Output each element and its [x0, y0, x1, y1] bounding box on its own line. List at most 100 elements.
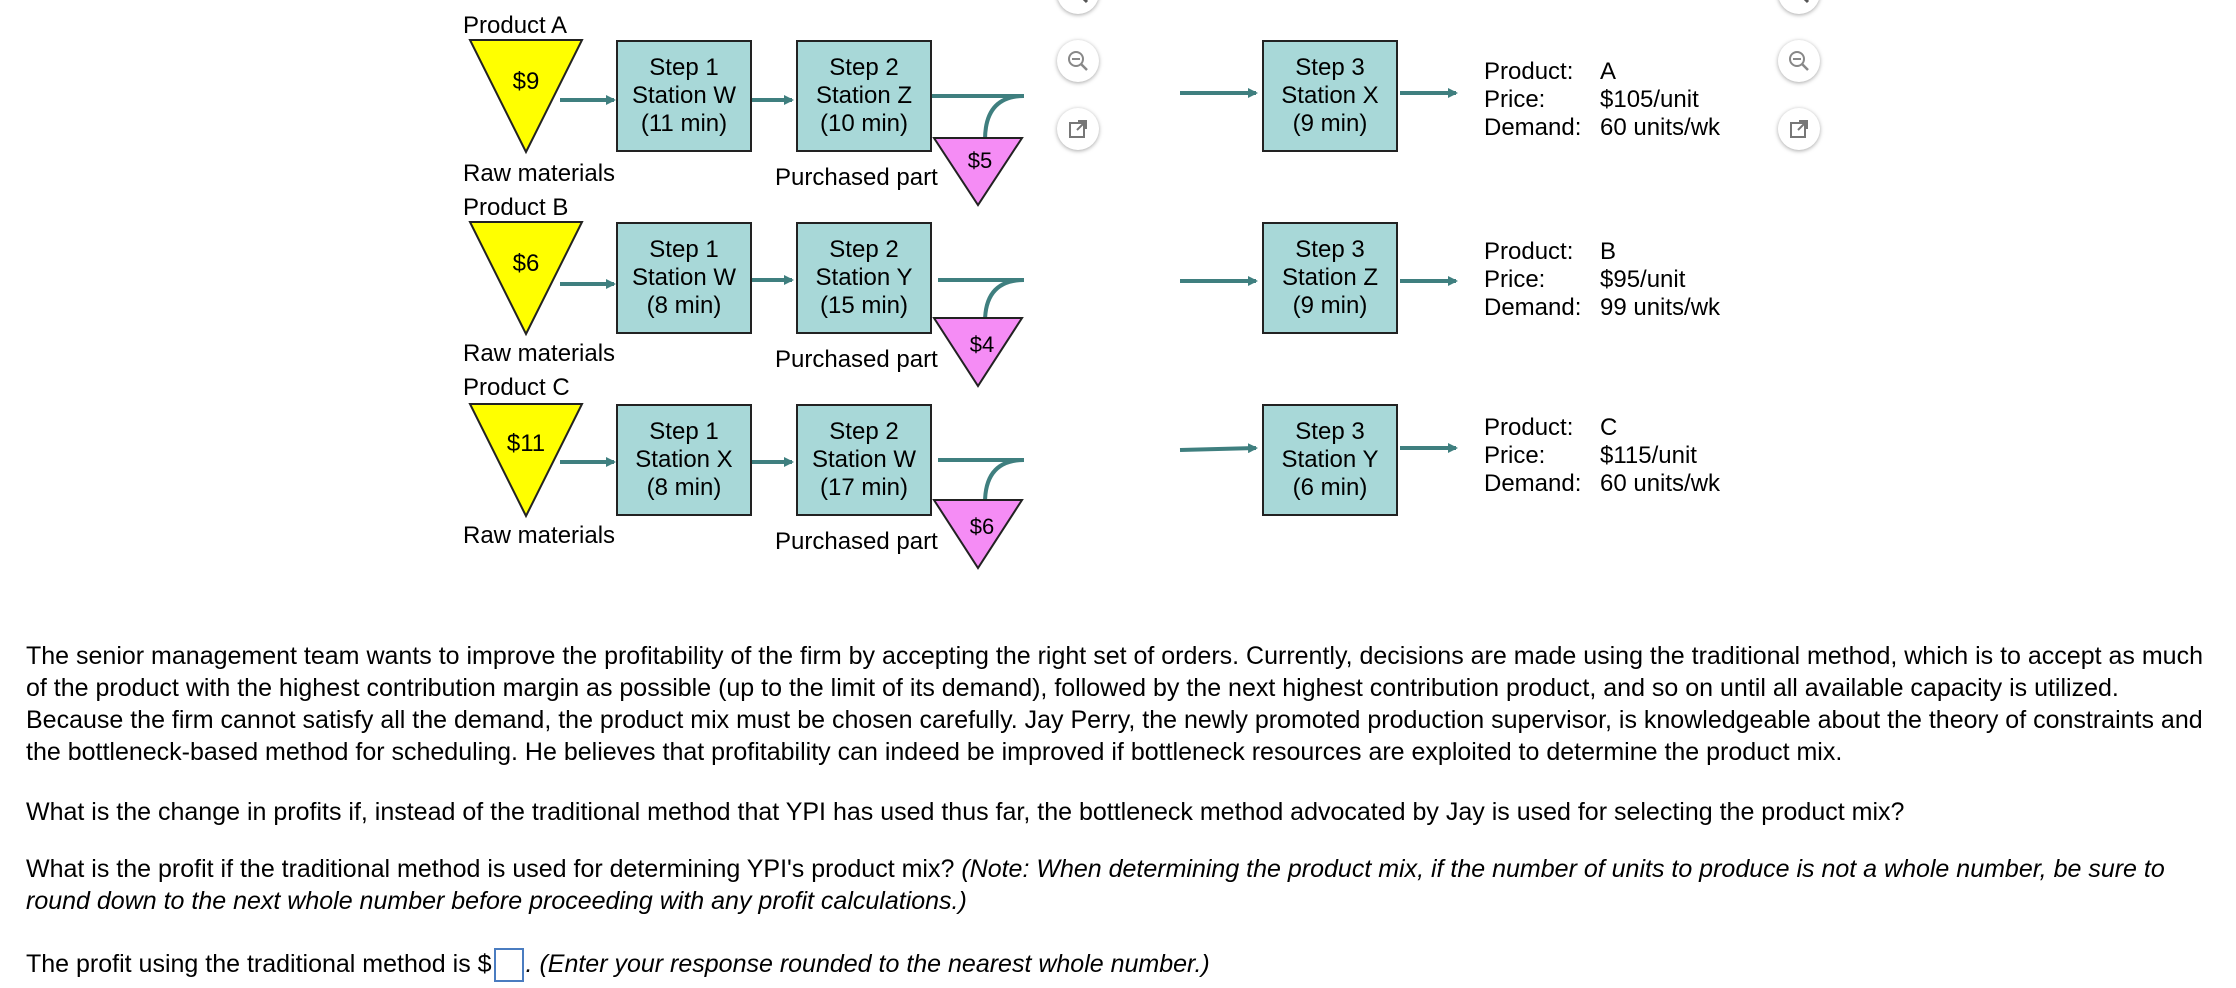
question-text: What is the profit if the traditional me… — [26, 855, 962, 883]
station-label: Station X — [1281, 82, 1379, 109]
time-label: (17 min) — [819, 474, 909, 501]
step-label: Step 2 — [829, 236, 899, 263]
raw-label-a: Raw materials — [463, 160, 616, 187]
popout-button-1[interactable] — [1057, 108, 1099, 150]
station-label: Station W — [631, 264, 737, 291]
station-box-b2: Step 2 Station Y (15 min) — [796, 222, 932, 334]
purchased-part-triangle-b — [932, 317, 1024, 388]
raw-material-triangle-b — [468, 221, 584, 337]
station-box-c3: Step 3 Station Y (6 min) — [1262, 404, 1398, 516]
zoom-in-button-1[interactable] — [1057, 0, 1099, 14]
price-value: $105/unit — [1600, 86, 1699, 113]
station-label: Station Y — [1281, 446, 1379, 473]
time-label: (8 min) — [646, 292, 722, 319]
price-label: Price: — [1484, 266, 1546, 293]
raw-cost-c: $11 — [506, 430, 546, 457]
step-label: Step 1 — [649, 236, 719, 263]
station-box-b3: Step 3 Station Z (9 min) — [1262, 222, 1398, 334]
merge-line-a — [930, 94, 1025, 141]
raw-material-triangle-a — [468, 39, 584, 155]
zoom-out-icon — [1068, 51, 1088, 71]
diagram-row-b — [468, 221, 1458, 388]
product-a-title: Product A — [463, 12, 568, 39]
purchased-cost-a: $5 — [967, 148, 993, 173]
station-box-c2: Step 2 Station W (17 min) — [796, 404, 932, 516]
zoom-in-button-2[interactable] — [1778, 0, 1820, 14]
station-label: Station Z — [815, 82, 913, 109]
zoom-out-button-2[interactable] — [1778, 40, 1820, 82]
station-label: Station W — [631, 82, 737, 109]
station-box-c1: Step 1 Station X (8 min) — [616, 404, 752, 516]
station-label: Station X — [635, 446, 733, 473]
question-change-in-profits: What is the change in profits if, instea… — [26, 798, 1905, 826]
station-label: Station Z — [1281, 264, 1379, 291]
popout-icon — [1069, 120, 1087, 138]
purchased-cost-c: $6 — [969, 514, 995, 539]
answer-suffix: . (Enter your response rounded to the ne… — [525, 950, 1210, 978]
step-label: Step 3 — [1295, 54, 1365, 81]
answer-prefix: The profit using the traditional method … — [26, 950, 492, 978]
step-label: Step 2 — [829, 418, 899, 445]
purchased-label-b: Purchased part — [775, 346, 938, 373]
popout-icon — [1790, 120, 1808, 138]
zoom-out-icon — [1789, 51, 1809, 71]
raw-cost-a: $9 — [512, 68, 540, 95]
product-info-a: Product: A Price: $105/unit Demand: 60 unit… — [1484, 58, 1720, 142]
price-value: $95/unit — [1600, 266, 1686, 293]
time-label: (6 min) — [1292, 474, 1368, 501]
station-box-a2: Step 2 Station Z (10 min) — [796, 40, 932, 152]
raw-cost-b: $6 — [512, 250, 540, 277]
time-label: (9 min) — [1292, 292, 1368, 319]
zoom-in-icon — [1082, 0, 1089, 4]
product-label: Product: — [1484, 58, 1574, 85]
demand-value: 60 units/wk — [1600, 470, 1721, 497]
purchased-label-a: Purchased part — [775, 164, 938, 191]
diagram-row-c — [468, 403, 1458, 570]
step-label: Step 1 — [649, 54, 719, 81]
time-label: (8 min) — [646, 474, 722, 501]
demand-value: 99 units/wk — [1600, 294, 1721, 321]
station-label: Station W — [811, 446, 917, 473]
station-box-a1: Step 1 Station W (11 min) — [616, 40, 752, 152]
station-box-b1: Step 1 Station W (8 min) — [616, 222, 752, 334]
product-value: A — [1600, 58, 1617, 85]
purchased-cost-b: $4 — [969, 332, 995, 357]
step-label: Step 1 — [649, 418, 719, 445]
zoom-in-icon — [1803, 0, 1810, 4]
purchased-part-triangle-c — [932, 499, 1024, 570]
product-label: Product: — [1484, 238, 1574, 265]
merge-line-c — [938, 458, 1025, 504]
price-label: Price: — [1484, 86, 1546, 113]
price-label: Price: — [1484, 442, 1546, 469]
demand-value: 60 units/wk — [1600, 114, 1721, 141]
answer-input[interactable] — [493, 948, 524, 983]
question-traditional-profit: What is the profit if the traditional me… — [26, 853, 2222, 917]
station-label: Station Y — [815, 264, 913, 291]
raw-material-triangle-c — [468, 403, 584, 519]
intro-paragraph: The senior management team wants to impr… — [26, 642, 2203, 766]
question-note: (Note: When determining the product mix,… — [26, 855, 2165, 915]
product-value: C — [1600, 414, 1618, 441]
purchased-part-triangle-a — [932, 137, 1024, 207]
diagram-row-a — [468, 39, 1458, 207]
demand-label: Demand: — [1484, 294, 1582, 321]
zoom-out-button-1[interactable] — [1057, 40, 1099, 82]
product-b-title: Product B — [463, 194, 569, 221]
raw-label-b: Raw materials — [463, 340, 616, 367]
arrow-c3 — [1179, 443, 1258, 454]
time-label: (11 min) — [640, 110, 728, 137]
product-value: B — [1600, 238, 1617, 265]
popout-button-2[interactable] — [1778, 108, 1820, 150]
demand-label: Demand: — [1484, 114, 1582, 141]
time-label: (15 min) — [819, 292, 909, 319]
answer-line: The profit using the traditional method … — [26, 948, 2222, 983]
product-info-c: Product:C Price:$115/unit Demand:60 unit… — [1484, 414, 1720, 498]
product-info-b: Product: B Price: $95/unit Demand: 99 units… — [1484, 238, 1720, 322]
raw-label-c: Raw materials — [463, 522, 616, 549]
product-label: Product: — [1484, 414, 1574, 441]
step-label: Step 2 — [829, 54, 899, 81]
product-c-title: Product C — [463, 374, 570, 401]
purchased-label-c: Purchased part — [775, 528, 938, 555]
time-label: (9 min) — [1292, 110, 1368, 137]
station-box-a3: Step 3 Station X (9 min) — [1262, 40, 1398, 152]
